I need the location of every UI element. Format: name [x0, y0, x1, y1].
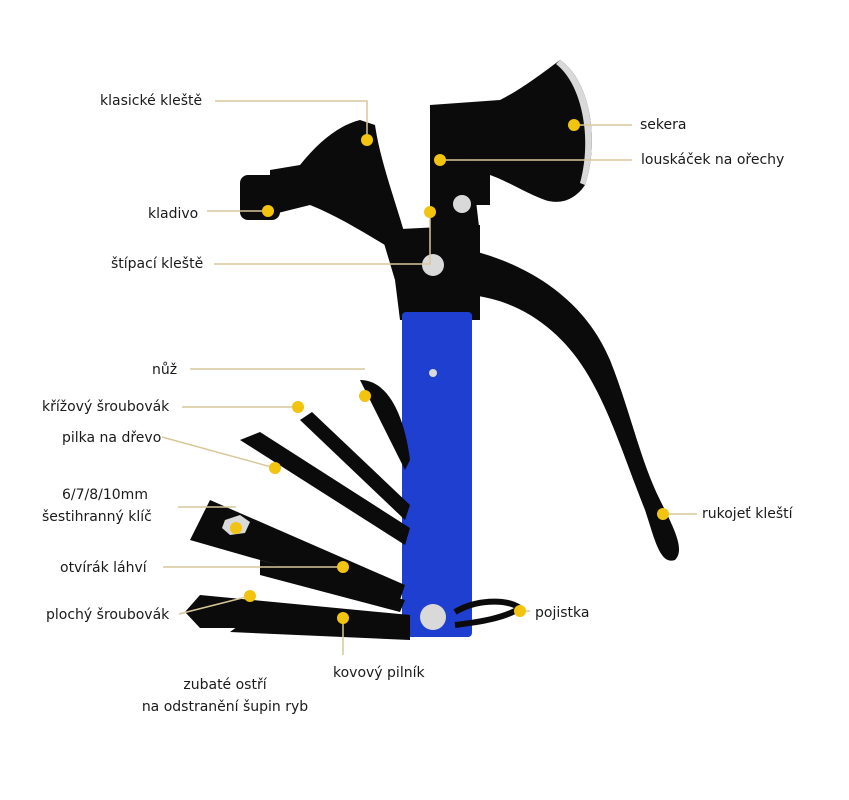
marker-dot-4: [434, 154, 446, 166]
handle-rivet: [429, 369, 437, 377]
pivot-screw-bottom: [420, 604, 446, 630]
leader-line-classic-pliers: [215, 100, 368, 140]
marker-dot-0: [361, 134, 373, 146]
pivot-screw-mid: [422, 254, 444, 276]
knife-blade: [360, 380, 410, 470]
label-lock: pojistka: [535, 605, 590, 621]
pivot-screw-top: [453, 195, 471, 213]
label-fish-scaler: zubaté ostří: [183, 677, 267, 693]
leader-line-wire-cutters: [214, 210, 431, 265]
marker-dot-5: [359, 390, 371, 402]
axe-edge: [556, 60, 592, 185]
label-metal-file: kovový pilník: [333, 665, 425, 681]
marker-dot-1: [262, 205, 274, 217]
blue-handle: [402, 312, 472, 637]
marker-dot-12: [514, 605, 526, 617]
label-nutcracker: louskáček na ořechy: [641, 152, 785, 168]
marker-dot-9: [337, 561, 349, 573]
label-phillips-screwdriver: křížový šroubovák: [42, 399, 170, 415]
label-knife: nůž: [152, 362, 178, 378]
marker-dot-7: [269, 462, 281, 474]
marker-dot-6: [292, 401, 304, 413]
label-fish-scaler-2: na odstranění šupin ryb: [141, 699, 309, 715]
label-classic-pliers: klasické kleště: [100, 93, 203, 109]
marker-dot-10: [244, 590, 256, 602]
label-flat-screwdriver: plochý šroubovák: [46, 607, 170, 623]
pliers-handle: [470, 250, 680, 561]
label-hex-wrench: šestihranný klíč: [42, 509, 152, 525]
marker-dot-8: [230, 522, 242, 534]
label-wood-saw: pilka na dřevo: [62, 430, 162, 446]
label-hex-wrench-size: 6/7/8/10mm: [62, 487, 148, 503]
marker-dot-2: [424, 206, 436, 218]
label-hammer: kladivo: [148, 206, 199, 222]
phillips-blade: [300, 412, 410, 520]
marker-dot-3: [568, 119, 580, 131]
label-axe: sekera: [640, 117, 687, 133]
nutcracker-jaw: [430, 150, 480, 235]
leader-line-flat-screwdriver: [178, 595, 251, 615]
label-pliers-handle: rukojeť kleští: [702, 506, 793, 522]
leader-line-saw: [161, 436, 276, 469]
marker-dot-13: [657, 508, 669, 520]
saw-blade: [240, 432, 410, 545]
hammer-head: [270, 120, 405, 245]
bottle-opener: [260, 560, 405, 612]
metal-file: [230, 610, 410, 640]
marker-dot-11: [337, 612, 349, 624]
label-wire-cutters: štípací kleště: [111, 256, 204, 272]
label-bottle-opener: otvírák láhví: [60, 560, 147, 576]
